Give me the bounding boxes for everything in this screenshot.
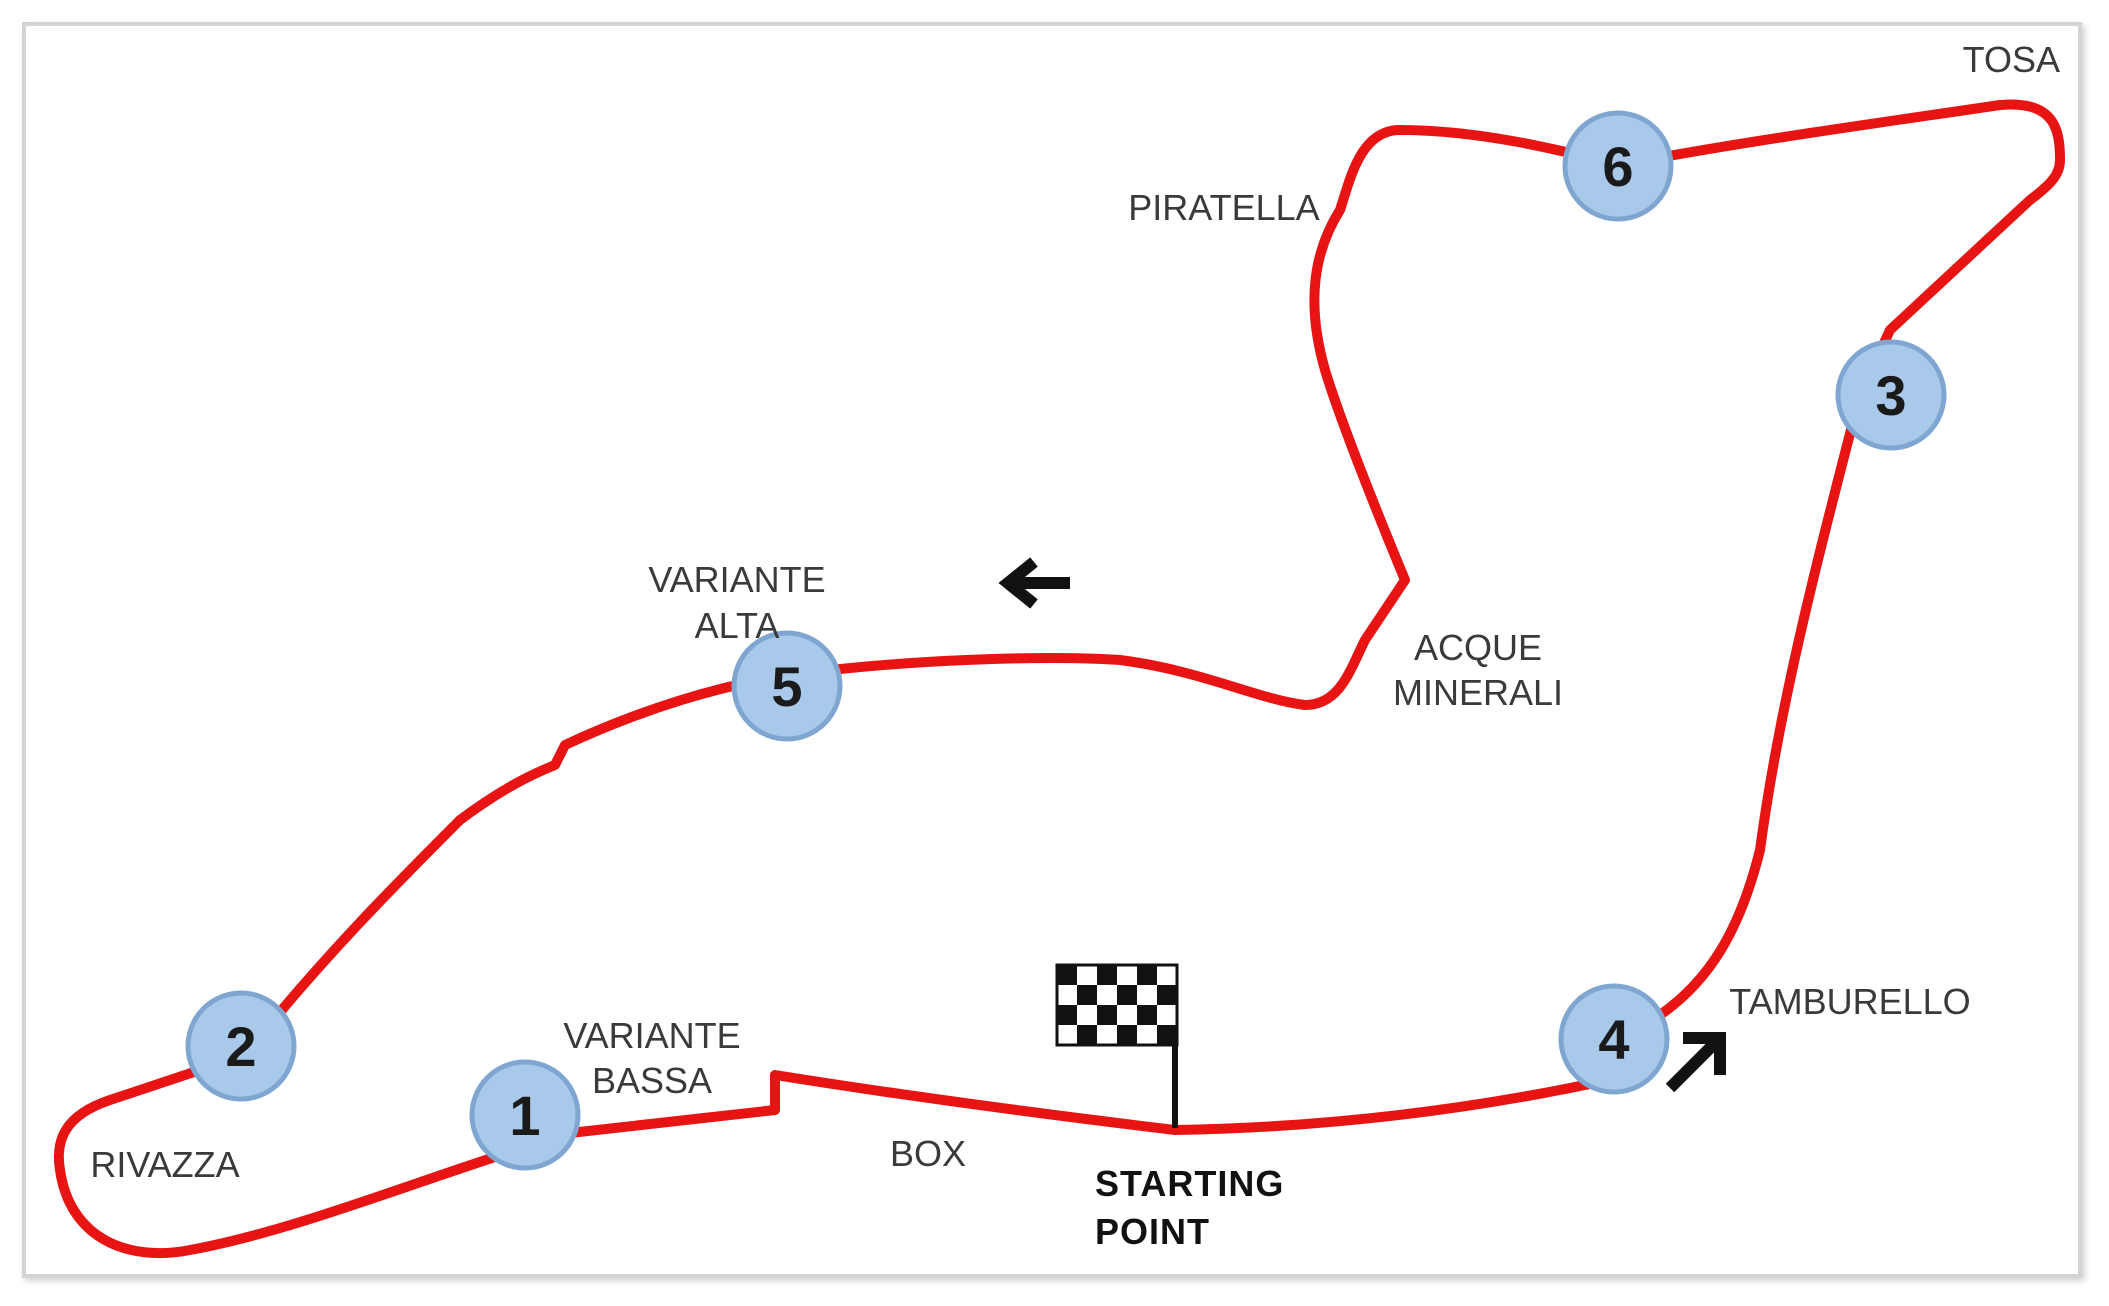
label-variante-bassa-line2: BASSA	[592, 1060, 712, 1101]
marker-3-number: 3	[1875, 364, 1906, 427]
marker-4-number: 4	[1598, 1008, 1629, 1071]
arrow-left-icon	[998, 557, 1070, 609]
checkered-flag-icon	[1055, 963, 1179, 1128]
track-line	[53, 99, 2065, 1259]
marker-1-number: 1	[509, 1084, 540, 1147]
arrow-up-right-icon	[1665, 1032, 1726, 1093]
label-acque-line2: MINERALI	[1393, 672, 1563, 713]
label-variante-alta-line1: VARIANTE	[648, 559, 825, 600]
label-rivazza: RIVAZZA	[90, 1144, 239, 1185]
marker-4: 4	[1558, 983, 1670, 1095]
marker-2: 2	[185, 990, 297, 1102]
label-tosa: TOSA	[1963, 39, 2060, 80]
starting-point-line2: POINT	[1095, 1211, 1210, 1252]
marker-6: 6	[1562, 110, 1674, 222]
label-variante-bassa-line1: VARIANTE	[563, 1015, 740, 1056]
label-tamburello: TAMBURELLO	[1729, 981, 1970, 1022]
marker-3: 3	[1835, 339, 1947, 451]
label-acque-line1: ACQUE	[1414, 627, 1542, 668]
label-piratella: PIRATELLA	[1128, 187, 1319, 228]
marker-1: 1	[469, 1059, 581, 1171]
marker-5-number: 5	[771, 655, 802, 718]
marker-2-number: 2	[225, 1015, 256, 1078]
starting-point-line1: STARTING	[1095, 1163, 1284, 1204]
label-variante-alta-line2: ALTA	[695, 605, 780, 646]
marker-5: 5	[731, 630, 843, 742]
map-frame	[22, 22, 2082, 1278]
label-box: BOX	[890, 1133, 966, 1174]
marker-6-number: 6	[1602, 135, 1633, 198]
